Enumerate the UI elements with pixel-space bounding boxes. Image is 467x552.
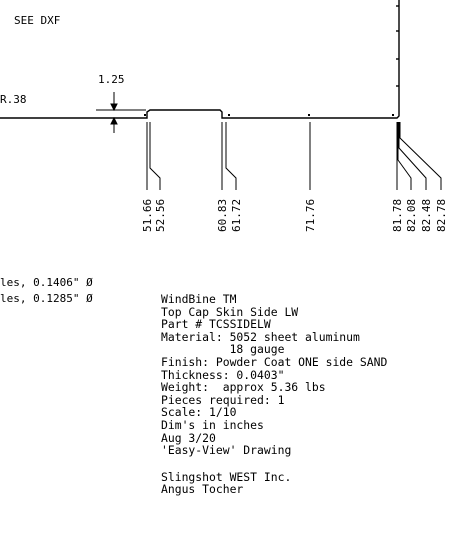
- ordinate-dim-label: 52.56: [154, 199, 167, 232]
- ordinate-dim-label: 81.78: [391, 199, 404, 232]
- title-line: 'Easy-View' Drawing: [161, 443, 292, 458]
- tab-height-dim: 1.25: [98, 73, 125, 86]
- title-line: Pieces required: 1: [161, 392, 285, 407]
- title-line: WindBine TM: [161, 292, 237, 306]
- dim-arrow-head: [110, 116, 118, 125]
- hole-note: les, 0.1406" Ø: [0, 276, 93, 289]
- ordinate-dim-label: 60.83: [216, 199, 229, 232]
- company-name: Slingshot WEST Inc.: [161, 469, 292, 484]
- ordinate-dim-label: 71.76: [304, 199, 317, 232]
- ordinate-dim-label: 82.78: [435, 199, 448, 232]
- ordinate-dim-label: 61.72: [230, 199, 243, 232]
- dim-arrow-head: [110, 103, 118, 112]
- title-line: Part # TCSSIDELW: [161, 317, 271, 332]
- leader-line: [149, 122, 161, 190]
- title-spacer: [161, 457, 387, 471]
- hole-mark: [228, 114, 230, 116]
- leader-line: [397, 122, 412, 190]
- corner-radius-note: R.38: [0, 93, 27, 106]
- hole-mark: [308, 114, 310, 116]
- ordinate-dim-label: 51.66: [141, 199, 154, 232]
- leader-line: [399, 122, 442, 190]
- title-line: Weight: approx 5.36 lbs: [161, 380, 326, 395]
- title-line: Material: 5052 sheet aluminum: [161, 329, 360, 344]
- hole-note: les, 0.1285" Ø: [0, 292, 93, 305]
- leader-line: [398, 122, 427, 190]
- title-line: Scale: 1/10: [161, 405, 237, 420]
- title-line: Thickness: 0.0403": [161, 367, 285, 382]
- hole-mark: [392, 114, 394, 116]
- title-line: 18 gauge: [161, 342, 285, 357]
- author-name: Angus Tocher: [161, 482, 244, 497]
- ordinate-dim-label: 82.48: [420, 199, 433, 232]
- title-line: Finish: Powder Coat ONE side SAND: [161, 354, 388, 369]
- hole-mark: [144, 114, 146, 116]
- see-dxf-note: SEE DXF: [14, 14, 60, 27]
- leader-line: [225, 122, 237, 190]
- title-line: Top Cap Skin Side LW: [161, 304, 299, 319]
- title-line: Aug 3/20: [161, 430, 216, 445]
- title-line: Dim's in inches: [161, 417, 264, 432]
- title-block: WindBine TM Top Cap Skin Side LW Part # …: [161, 293, 387, 496]
- part-outline: [0, 0, 400, 119]
- ordinate-dim-label: 82.08: [405, 199, 418, 232]
